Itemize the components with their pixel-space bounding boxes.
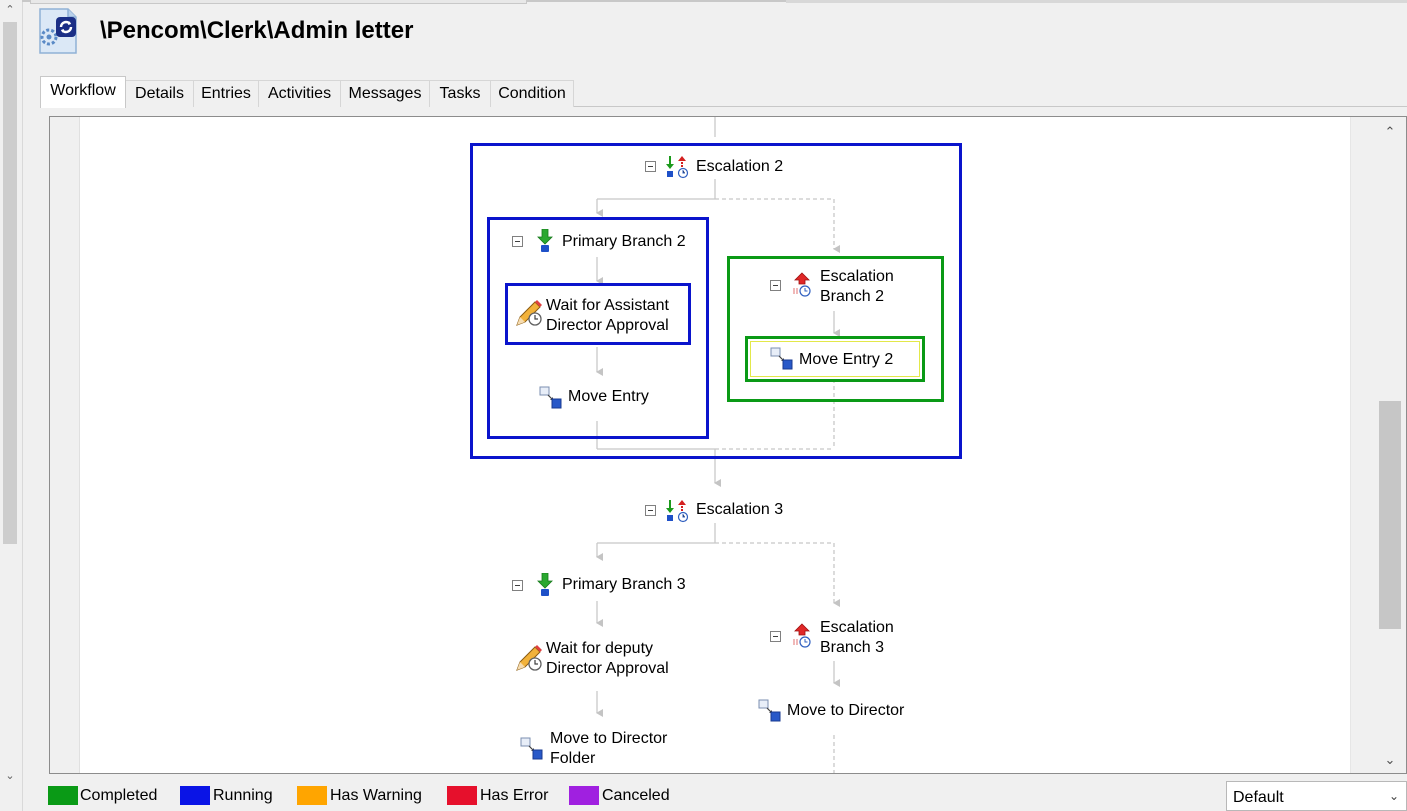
- escalation-3-label[interactable]: Escalation 3: [696, 501, 784, 518]
- move-entry-label[interactable]: Move Entry: [568, 388, 649, 405]
- move-folder-label-line1[interactable]: Move to Director: [550, 730, 668, 747]
- legend-error-swatch: [447, 786, 477, 805]
- tab-messages[interactable]: Messages: [340, 80, 430, 107]
- page-title: \Pencom\Clerk\Admin letter: [100, 17, 414, 44]
- legend-running-swatch: [180, 786, 210, 805]
- red-up-arrow-timer-icon: [791, 272, 813, 298]
- selection-highlight: [750, 341, 920, 377]
- tab-activities[interactable]: Activities: [258, 80, 341, 107]
- outer-scroll-thumb[interactable]: [3, 22, 17, 544]
- green-down-arrow-icon: [536, 572, 554, 597]
- escalation-branch-3-label-line1[interactable]: Escalation: [820, 619, 894, 636]
- outer-scroll-up-icon[interactable]: ⌃: [5, 4, 15, 16]
- canvas-vertical-scrollbar[interactable]: ⌃ ⌄: [1350, 117, 1406, 773]
- wait-assistant-running-box: [505, 283, 691, 345]
- collapse-escalation-2-button[interactable]: [645, 161, 656, 172]
- wait-deputy-label-line2[interactable]: Director Approval: [546, 660, 669, 677]
- legend-completed-label: Completed: [80, 787, 158, 804]
- move-entry-icon: [520, 737, 544, 761]
- legend-canceled-label: Canceled: [602, 787, 670, 804]
- tab-workflow[interactable]: Workflow: [40, 76, 126, 108]
- move-entry-icon: [758, 699, 782, 723]
- primary-branch-2-label[interactable]: Primary Branch 2: [562, 233, 686, 250]
- scroll-down-icon[interactable]: ⌄: [1384, 752, 1396, 767]
- wait-assistant-label-line1[interactable]: Wait for Assistant: [546, 297, 669, 314]
- legend-canceled-swatch: [569, 786, 599, 805]
- tab-tasks[interactable]: Tasks: [429, 80, 491, 107]
- escalation-icon: [664, 155, 692, 179]
- legend-running-label: Running: [213, 787, 273, 804]
- wait-assistant-label-line2[interactable]: Director Approval: [546, 317, 669, 334]
- move-entry-2-label[interactable]: Move Entry 2: [799, 351, 894, 368]
- workflow-document-icon: [36, 7, 84, 55]
- green-down-arrow-icon: [536, 228, 554, 253]
- red-up-arrow-timer-icon: [791, 623, 813, 649]
- scroll-up-icon[interactable]: ⌃: [1384, 124, 1396, 139]
- escalation-branch-2-completed-box: [727, 256, 944, 402]
- tab-condition[interactable]: Condition: [490, 80, 574, 107]
- escalation-branch-2-label-line2[interactable]: Branch 2: [820, 288, 885, 305]
- tab-entries[interactable]: Entries: [193, 80, 259, 107]
- move-entry-icon: [770, 347, 794, 371]
- pencil-clock-icon: [514, 298, 544, 328]
- view-mode-value: Default: [1233, 789, 1284, 806]
- collapse-escalation-branch-2-button[interactable]: [770, 280, 781, 291]
- top-panel-edge-right: [786, 0, 1407, 3]
- collapse-primary-branch-3-button[interactable]: [512, 580, 523, 591]
- collapse-escalation-3-button[interactable]: [645, 505, 656, 516]
- escalation-2-running-box: [470, 143, 962, 459]
- pencil-clock-icon: [514, 643, 544, 673]
- tab-baseline: [40, 106, 1407, 107]
- legend-warning-label: Has Warning: [330, 787, 422, 804]
- move-entry-2-completed-box: [745, 336, 925, 382]
- tab-details[interactable]: Details: [125, 80, 194, 107]
- escalation-icon: [664, 499, 692, 523]
- outer-scroll-down-icon[interactable]: ⌄: [5, 770, 15, 782]
- legend-error-label: Has Error: [480, 787, 549, 804]
- chevron-down-icon: ⌄: [1388, 789, 1400, 803]
- collapse-primary-branch-2-button[interactable]: [512, 236, 523, 247]
- legend-completed-swatch: [48, 786, 78, 805]
- move-folder-label-line2[interactable]: Folder: [550, 750, 596, 767]
- canvas-scroll-thumb[interactable]: [1379, 401, 1401, 629]
- primary-branch-2-running-box: [487, 217, 709, 439]
- wait-deputy-label-line1[interactable]: Wait for deputy: [546, 640, 654, 657]
- view-mode-dropdown[interactable]: Default ⌄: [1226, 781, 1407, 811]
- primary-branch-3-label[interactable]: Primary Branch 3: [562, 576, 686, 593]
- top-panel-edge: [30, 0, 527, 4]
- move-entry-icon: [539, 386, 563, 410]
- escalation-branch-2-label-line1[interactable]: Escalation: [820, 268, 894, 285]
- top-divider: [22, 0, 1407, 2]
- legend-warning-swatch: [297, 786, 327, 805]
- canvas-gutter: [50, 117, 80, 773]
- collapse-escalation-branch-3-button[interactable]: [770, 631, 781, 642]
- escalation-branch-3-label-line2[interactable]: Branch 3: [820, 639, 885, 656]
- move-to-director-label[interactable]: Move to Director: [787, 702, 905, 719]
- workflow-canvas[interactable]: Escalation 2 Primary Branch 2 Wait for A…: [49, 116, 1407, 774]
- escalation-2-label[interactable]: Escalation 2: [696, 158, 784, 175]
- workflow-connectors: [596, 117, 840, 773]
